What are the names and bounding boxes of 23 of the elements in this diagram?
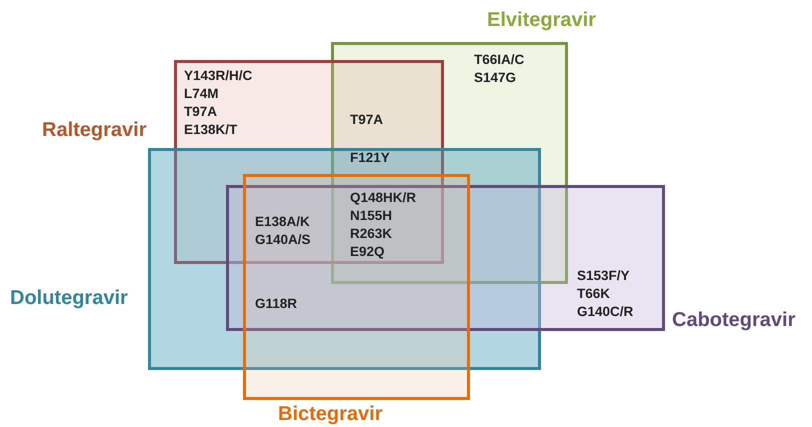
- mutation-label: S147G: [474, 70, 516, 86]
- mutation-label: T66K: [577, 286, 610, 302]
- mutation-label: Q148HK/R: [350, 190, 416, 206]
- drug-name: Bictegravir: [278, 402, 382, 426]
- mutation-label: R263K: [350, 226, 392, 242]
- drug-name: Raltegravir: [42, 118, 146, 142]
- mutation-label: E92Q: [350, 244, 385, 260]
- drug-name: Elvitegravir: [487, 8, 596, 32]
- mutation-label: F121Y: [350, 150, 390, 166]
- mutation-label: G118R: [255, 296, 298, 312]
- mutation-label: T97A: [184, 104, 218, 120]
- mutation-label: T66IA/C: [474, 52, 524, 68]
- drug-name: Dolutegravir: [10, 286, 128, 310]
- drug-name: Cabotegravir: [672, 308, 796, 332]
- mutation-label: Y143R/H/C: [184, 68, 252, 84]
- mutation-label: S153F/Y: [577, 268, 630, 284]
- mutation-label: T97A: [350, 112, 384, 128]
- mutation-label: E138A/K: [255, 214, 310, 230]
- mutation-label: G140C/R: [577, 304, 634, 320]
- mutation-label: L74M: [184, 86, 219, 102]
- mutation-label: N155H: [350, 208, 392, 224]
- mutation-label: E138K/T: [184, 122, 238, 138]
- mutation-label: G140A/S: [255, 232, 311, 248]
